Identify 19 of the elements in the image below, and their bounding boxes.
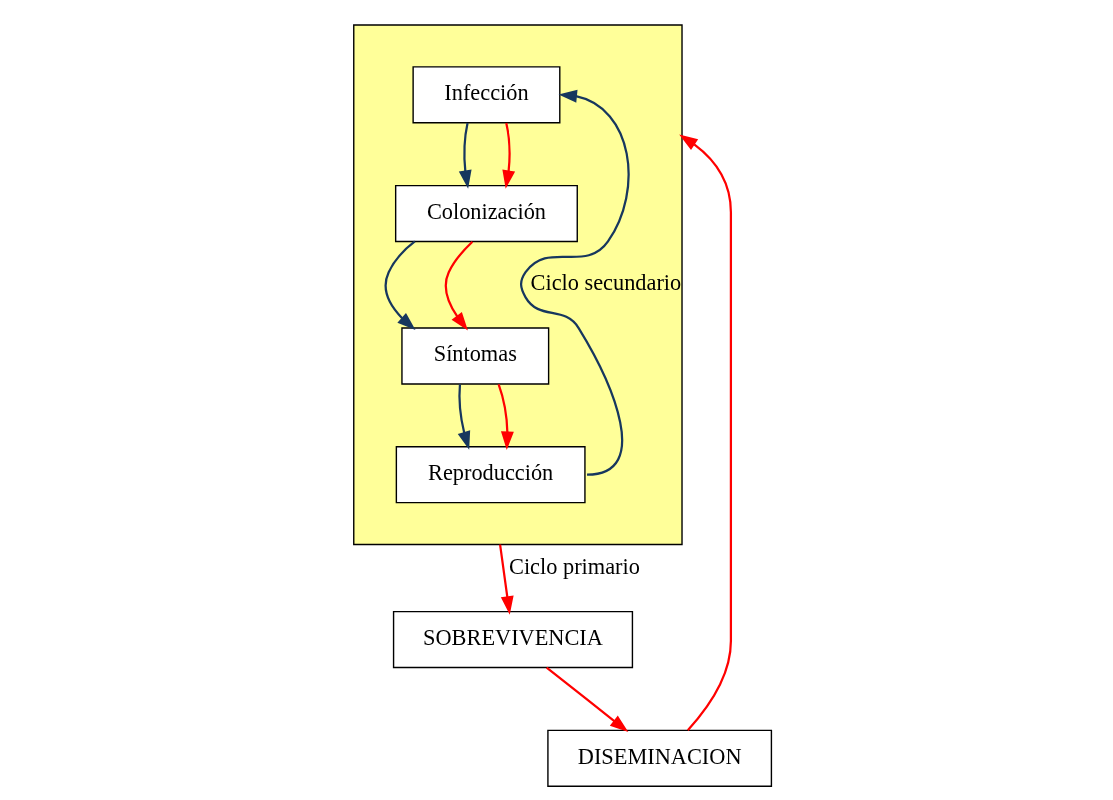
node-box: Síntomas — [400, 327, 549, 385]
arrow — [497, 383, 514, 450]
arrow — [501, 122, 515, 189]
arrow — [444, 240, 473, 331]
node-box: DISEMINACION — [546, 729, 772, 787]
arrow — [678, 134, 732, 731]
arrow — [384, 240, 416, 331]
arrow — [458, 122, 472, 189]
edge-label: Ciclo secundario — [530, 270, 681, 296]
node-box: Reproducción — [395, 446, 586, 504]
cluster — [352, 24, 683, 546]
node-box: SOBREVIVENCIA — [392, 610, 633, 669]
node-box: Colonización — [394, 184, 578, 243]
edge-label: Ciclo primario — [508, 553, 640, 579]
arrow — [498, 544, 514, 615]
arrow — [545, 666, 628, 733]
arrow — [457, 384, 470, 450]
arrow — [519, 89, 629, 476]
node-box: Infección — [411, 66, 560, 124]
